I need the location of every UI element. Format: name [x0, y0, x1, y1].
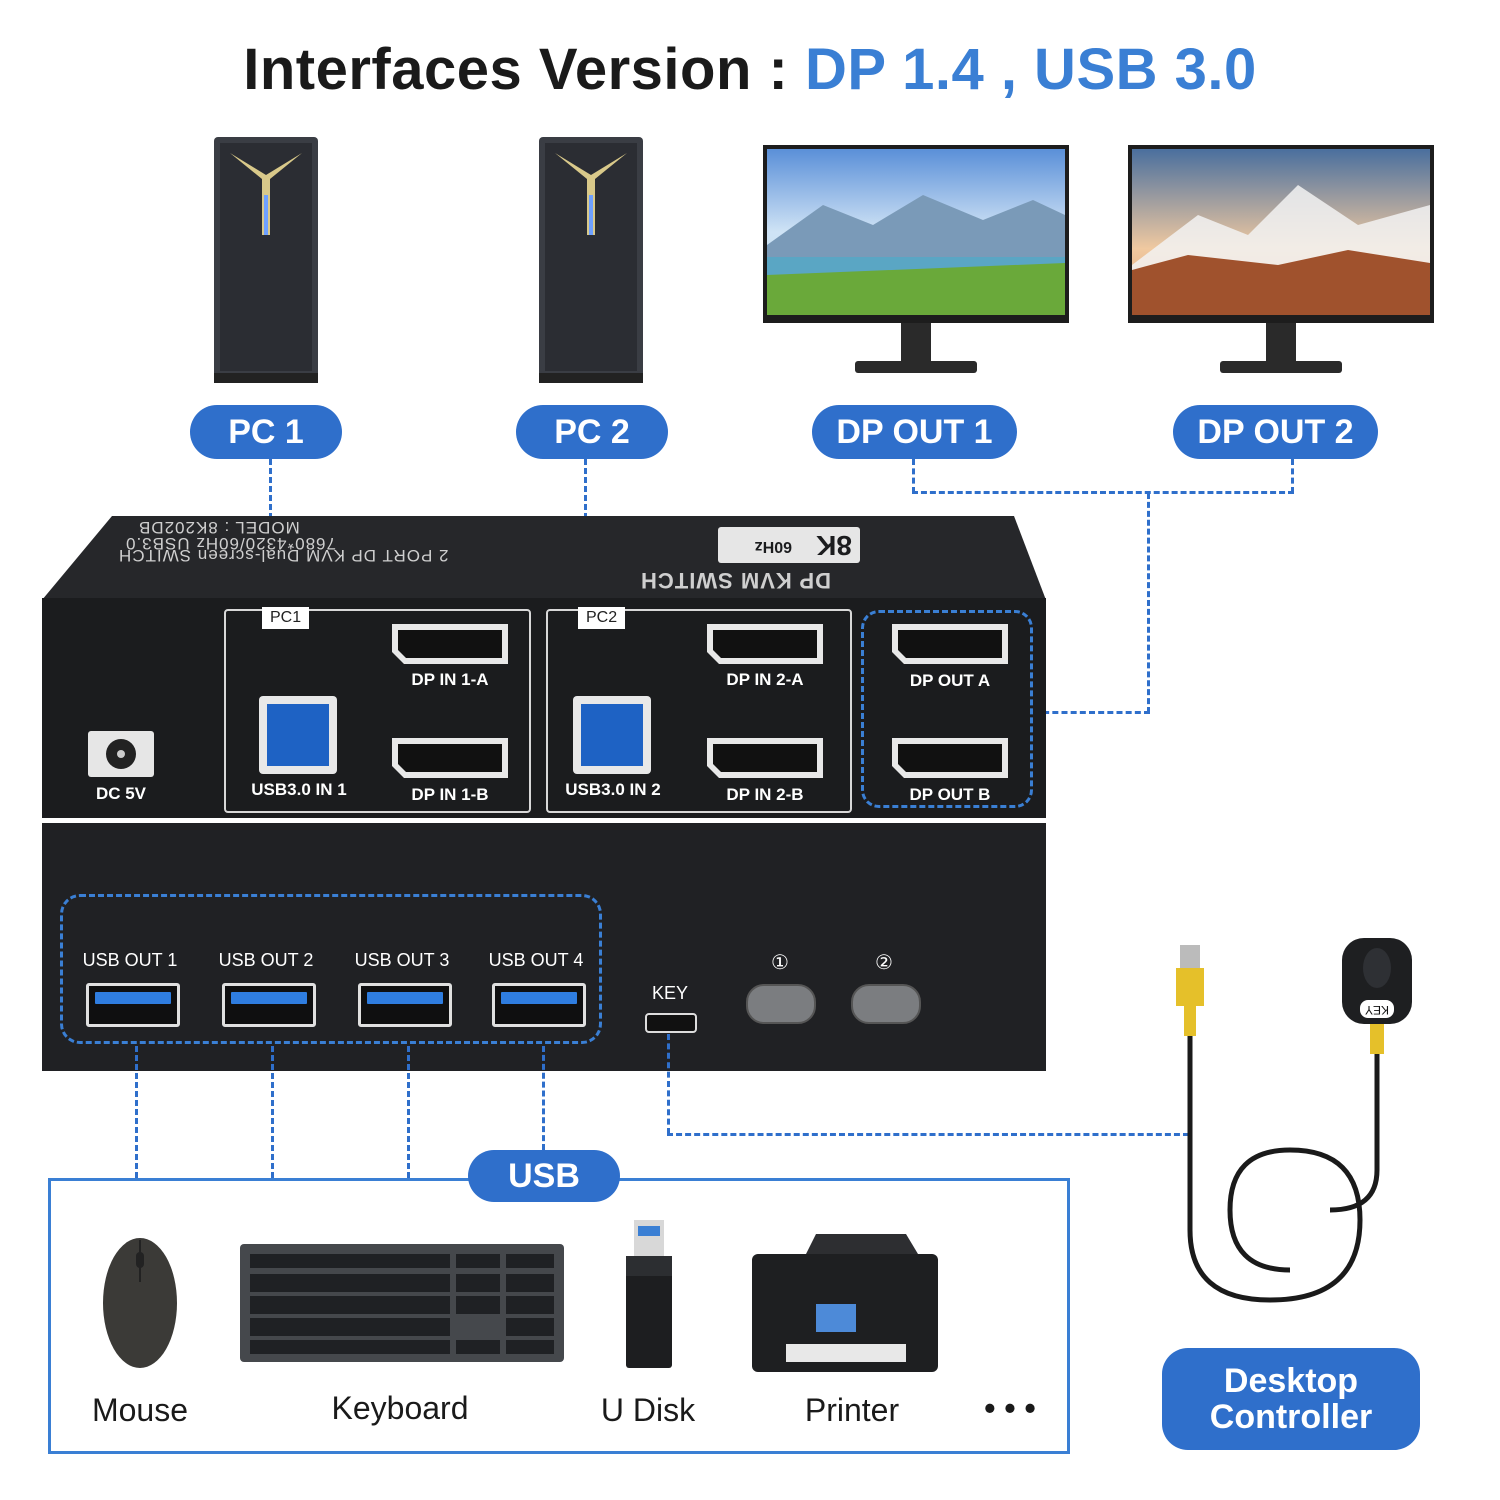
pc2-pill: PC 2 [516, 405, 668, 459]
dp-in-1a-label: DP IN 1-A [411, 670, 489, 689]
dp-in-1b-port[interactable] [390, 736, 510, 780]
pc2-port-group [546, 609, 852, 813]
dp-out-a-port[interactable] [890, 622, 1010, 666]
usb-out-2-port[interactable] [222, 983, 316, 1027]
usb3-in-1-port[interactable] [259, 696, 337, 774]
usb-out3-connector [407, 1046, 410, 1178]
key-micro-usb-port[interactable] [645, 1013, 697, 1033]
key-connector [667, 1034, 670, 1134]
svg-text:KEY: KEY [1365, 1003, 1389, 1017]
keyboard-image [240, 1244, 564, 1362]
dp-in-2a-label: DP IN 2-A [726, 670, 804, 689]
dp-out2-pill: DP OUT 2 [1173, 405, 1378, 459]
dp-in-2a-port[interactable] [705, 622, 825, 666]
printer-label: Printer [804, 1392, 900, 1428]
usb-out1-connector [135, 1046, 138, 1178]
dp-out1-connector [912, 459, 915, 493]
pc2-tower-image [539, 137, 643, 383]
pc1-port-group [224, 609, 531, 813]
u-disk-image [626, 1220, 672, 1368]
usb-out-4-port[interactable] [492, 983, 586, 1027]
resolution-badge: 8K 60Hz [718, 527, 860, 563]
pc1-pill: PC 1 [190, 405, 342, 459]
usb3-in-2-label: USB3.0 IN 2 [565, 780, 661, 799]
mouse-label: Mouse [91, 1392, 189, 1428]
usb-pill: USB [468, 1150, 620, 1202]
button2-label: ② [875, 952, 893, 974]
dc-label: DC 5V [95, 784, 147, 803]
page-title: Interfaces Version : DP 1.4 , USB 3.0 [0, 36, 1500, 103]
dp-out-b-port[interactable] [890, 736, 1010, 780]
pc1-tower-image [214, 137, 318, 383]
usb-out-4-label: USB OUT 4 [488, 950, 584, 970]
keyboard-label: Keyboard [331, 1390, 469, 1426]
usb-out-3-port[interactable] [358, 983, 452, 1027]
desktop-controller-line1: Desktop [1223, 1362, 1359, 1400]
switch-button-1[interactable] [746, 984, 816, 1024]
badge-8k: 8K [816, 530, 852, 561]
dp-in-2b-label: DP IN 2-B [726, 785, 804, 804]
dp-out1-pill: DP OUT 1 [812, 405, 1017, 459]
more-devices-dots: • • • [984, 1390, 1036, 1426]
mouse-image [103, 1238, 177, 1368]
dp-out-main-connector [1147, 493, 1150, 713]
kvm-front-panel [42, 823, 1046, 1071]
pc2-tag: PC2 [578, 607, 626, 629]
key-label: KEY [651, 983, 689, 1003]
controller-connector [667, 1133, 1189, 1136]
title-accent: DP 1.4 , USB 3.0 [804, 37, 1257, 102]
usb3-in-1-label: USB3.0 IN 1 [251, 780, 347, 799]
dp-out-join-connector [912, 491, 1294, 494]
dp-in-1b-label: DP IN 1-B [411, 785, 489, 804]
usb-out-highlight [60, 894, 602, 1044]
pc1-tag: PC1 [262, 607, 310, 629]
usb3-in-2-port[interactable] [573, 696, 651, 774]
desktop-controller-label: Desktop Controller [1162, 1348, 1420, 1450]
dp-in-2b-port[interactable] [705, 736, 825, 780]
usb-out4-connector [542, 1046, 545, 1150]
printer-image [752, 1234, 938, 1372]
usb-out-1-port[interactable] [86, 983, 180, 1027]
switch-button-2[interactable] [851, 984, 921, 1024]
title-prefix: Interfaces Version : [243, 37, 805, 102]
usb-out-1-label: USB OUT 1 [82, 950, 178, 970]
usb-out-3-label: USB OUT 3 [354, 950, 450, 970]
dp-out-a-label: DP OUT A [909, 671, 991, 690]
dp-out-b-label: DP OUT B [909, 785, 991, 804]
dp-out2-connector [1291, 459, 1294, 493]
usb-out2-connector [271, 1046, 274, 1178]
top-line1: DP KVM SWITCH [640, 568, 832, 593]
dc-jack-port[interactable] [88, 731, 154, 777]
dp-in-1a-port[interactable] [390, 622, 510, 666]
monitor1-image [763, 145, 1069, 373]
dp-out-highlight [861, 610, 1033, 808]
dp-out-box-connector [1034, 711, 1150, 714]
usb-out-2-label: USB OUT 2 [218, 950, 314, 970]
u-disk-label: U Disk [600, 1392, 696, 1428]
top-line4: MODEL : 8K202DB [138, 518, 300, 537]
monitor2-image [1128, 145, 1434, 373]
button1-label: ① [771, 952, 789, 974]
kvm-rear-panel [42, 598, 1046, 818]
desktop-controller-line2: Controller [1209, 1398, 1373, 1436]
badge-60hz: 60Hz [754, 538, 792, 555]
desktop-controller-image: KEY [1176, 938, 1412, 1303]
